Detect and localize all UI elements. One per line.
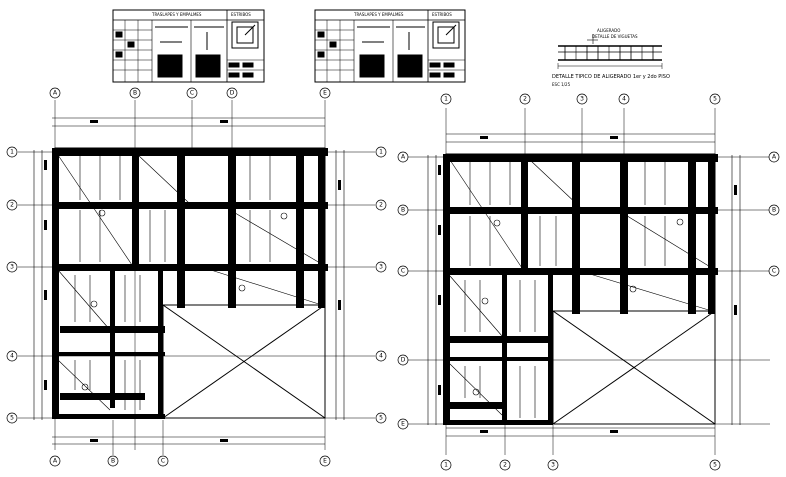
detail-scale: ESC 1/25 (552, 82, 571, 87)
axis-label-left-rside-1: 1 (379, 149, 383, 156)
axis-label-left-side-1: 1 (10, 149, 14, 156)
detail-top-label-2: DETALLE DE VIGUETAS (592, 34, 638, 39)
axis-label-right-top-2: 2 (523, 96, 527, 103)
axis-label-right-side-3: C (401, 268, 405, 275)
axis-label-left-rside-2: 2 (379, 202, 383, 209)
grid-labels-right: 1 2 3 4 5 A B C D E A B C 1 2 3 5 (401, 96, 777, 469)
axis-label-right-bottom-3: 3 (551, 462, 555, 469)
axis-label-right-top-1: 1 (444, 96, 448, 103)
axis-label-right-bottom-4: 5 (713, 462, 717, 469)
lap-splice-title-left: TRASLAPES Y EMPALMES (151, 12, 202, 17)
axis-label-right-rside-1: A (772, 154, 777, 161)
axis-label-right-rside-3: C (772, 268, 776, 275)
axis-label-right-side-5: E (401, 421, 405, 428)
detail-caption: DETALLE TIPICO DE ALIGERADO 1er y 2do PI… (552, 74, 670, 80)
lap-splice-title-right: TRASLAPES Y EMPALMES (353, 12, 404, 17)
lap-splice-table-right (314, 9, 466, 83)
axis-label-right-rside-2: B (772, 207, 776, 214)
axis-label-right-bottom-2: 2 (503, 462, 507, 469)
floor-plan-left (18, 100, 375, 455)
axis-label-left-top-5: E (323, 90, 327, 97)
axis-label-right-top-5: 5 (713, 96, 717, 103)
axis-label-left-side-3: 3 (10, 264, 14, 271)
detail-top-label-1: ALIGERADO (597, 28, 620, 33)
axis-label-right-side-4: D (401, 357, 406, 364)
axis-label-left-rside-3: 3 (379, 264, 383, 271)
axis-label-left-top-4: D (230, 90, 235, 97)
axis-label-left-side-2: 2 (10, 202, 14, 209)
axis-label-right-side-1: A (401, 154, 406, 161)
axis-label-left-rside-5: 5 (379, 415, 383, 422)
grid-bubbles-right (397, 93, 780, 471)
stirrups-header-left: ESTRIBOS (231, 12, 251, 17)
axis-label-left-bottom-3: C (161, 458, 165, 465)
axis-label-left-side-4: 4 (10, 353, 14, 360)
axis-label-right-side-2: B (401, 207, 405, 214)
joist-detail (557, 34, 663, 69)
axis-label-left-side-5: 5 (10, 415, 14, 422)
lap-splice-table-left (112, 9, 265, 83)
grid-labels-left: A B C D E 1 2 3 4 5 1 2 3 4 5 A B C E (10, 90, 383, 465)
axis-label-left-top-1: A (53, 90, 58, 97)
axis-label-left-bottom-1: A (53, 458, 58, 465)
axis-label-left-bottom-4: E (323, 458, 327, 465)
axis-label-right-bottom-1: 1 (444, 462, 448, 469)
grid-bubbles-left (6, 87, 387, 467)
axis-label-right-top-3: 3 (580, 96, 584, 103)
axis-label-right-top-4: 4 (622, 96, 626, 103)
stirrups-header-right: ESTRIBOS (432, 12, 452, 17)
axis-label-left-top-2: B (133, 90, 137, 97)
floor-plan-right (408, 108, 770, 455)
axis-label-left-bottom-2: B (111, 458, 115, 465)
axis-label-left-top-3: C (190, 90, 194, 97)
axis-label-left-rside-4: 4 (379, 353, 383, 360)
